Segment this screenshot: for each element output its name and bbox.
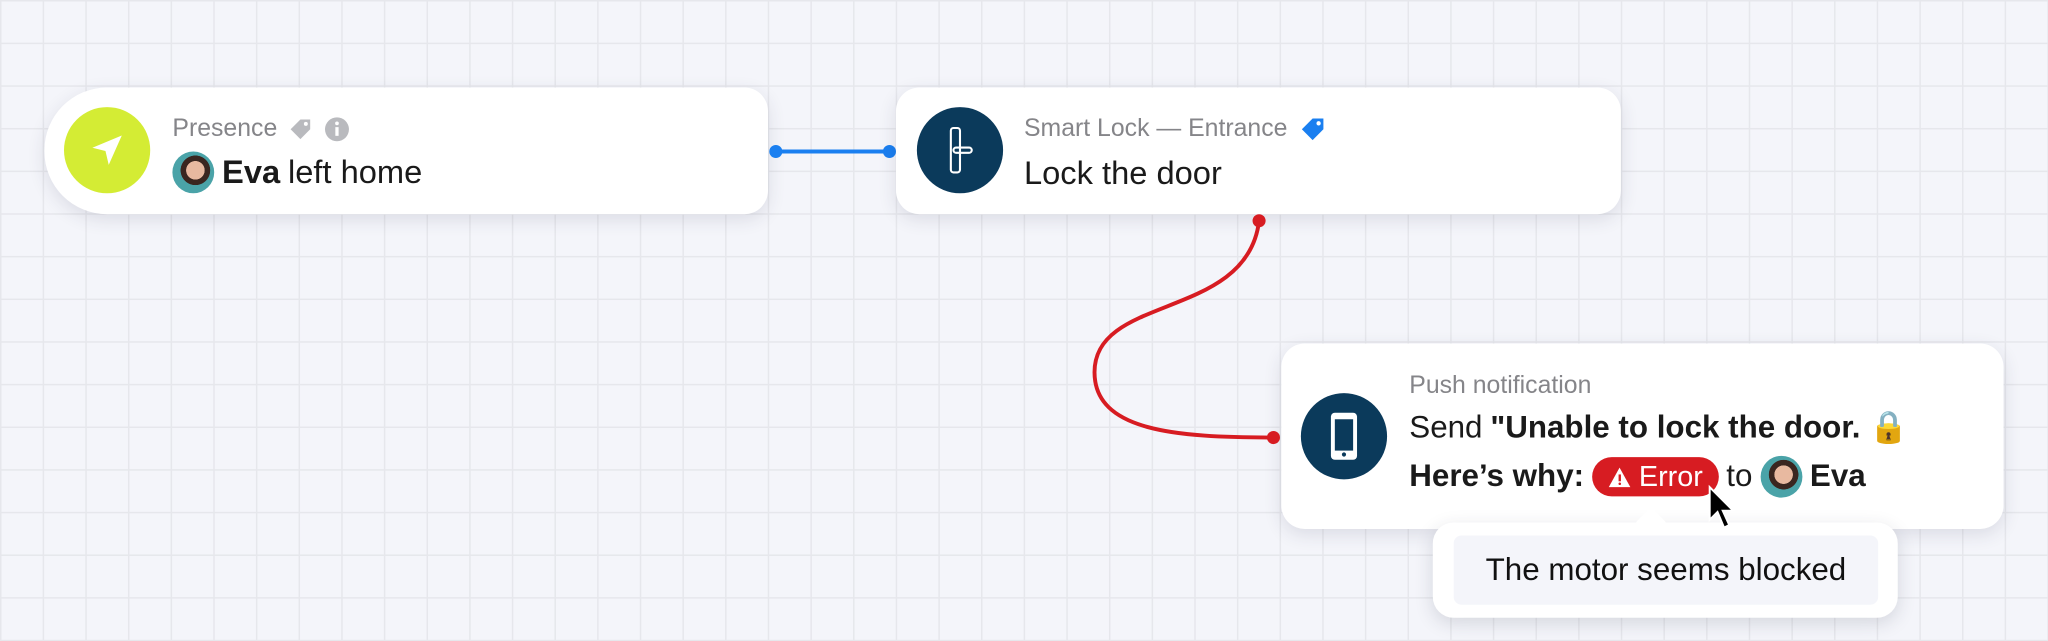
node-action: left home: [287, 153, 423, 191]
tooltip-text: The motor seems blocked: [1485, 551, 1847, 588]
node-body: Lock the door: [1024, 155, 1222, 193]
smartphone-icon: [1300, 393, 1388, 480]
avatar: [1760, 455, 1803, 498]
error-badge[interactable]: Error: [1591, 457, 1719, 497]
error-tooltip: The motor seems blocked: [1432, 507, 1898, 618]
node-title: Push notification: [1409, 372, 1592, 400]
push-notification-node[interactable]: Push notification Send "Unable to lock t…: [1281, 343, 2004, 529]
node-body: Send "Unable to lock the door. 🔒: [1409, 409, 1908, 447]
notification-message: "Unable to lock the door. 🔒: [1490, 410, 1909, 446]
node-header: Presence: [172, 115, 350, 144]
node-body: Eva left home: [172, 151, 423, 194]
mouse-cursor-icon: [1708, 484, 1736, 530]
node-title: Presence: [172, 114, 278, 143]
warning-icon: [1608, 466, 1631, 487]
notification-message-line2: Here’s why:: [1409, 458, 1585, 494]
door-lock-icon: [916, 107, 1004, 194]
input-port[interactable]: [882, 144, 896, 159]
node-action: Lock the door: [1023, 155, 1222, 192]
error-badge-label: Error: [1638, 459, 1703, 493]
avatar: [172, 151, 215, 194]
info-icon[interactable]: [324, 116, 350, 142]
user-name: Eva: [1809, 458, 1866, 494]
node-header: Smart Lock — Entrance: [1024, 115, 1327, 144]
node-body-line2: Here’s why: Error to Eva: [1409, 455, 1866, 498]
node-title: Smart Lock — Entrance: [1023, 114, 1288, 143]
node-header: Push notification: [1409, 372, 1591, 401]
to-label: to: [1726, 458, 1753, 494]
input-port[interactable]: [1266, 431, 1280, 445]
tooltip-body: The motor seems blocked: [1453, 535, 1879, 605]
send-label: Send: [1409, 409, 1483, 445]
user-name: Eva: [222, 153, 281, 191]
error-output-port[interactable]: [1252, 214, 1266, 228]
navigation-arrow-icon: [63, 107, 151, 194]
presence-trigger-node[interactable]: Presence Eva left home: [44, 87, 768, 215]
connector-lock-to-notification-error: [1092, 220, 1274, 440]
smart-lock-action-node[interactable]: Smart Lock — Entrance Lock the door: [895, 87, 1621, 215]
tag-icon: [1301, 118, 1324, 141]
tag-icon: [290, 119, 311, 140]
output-port[interactable]: [769, 144, 783, 159]
